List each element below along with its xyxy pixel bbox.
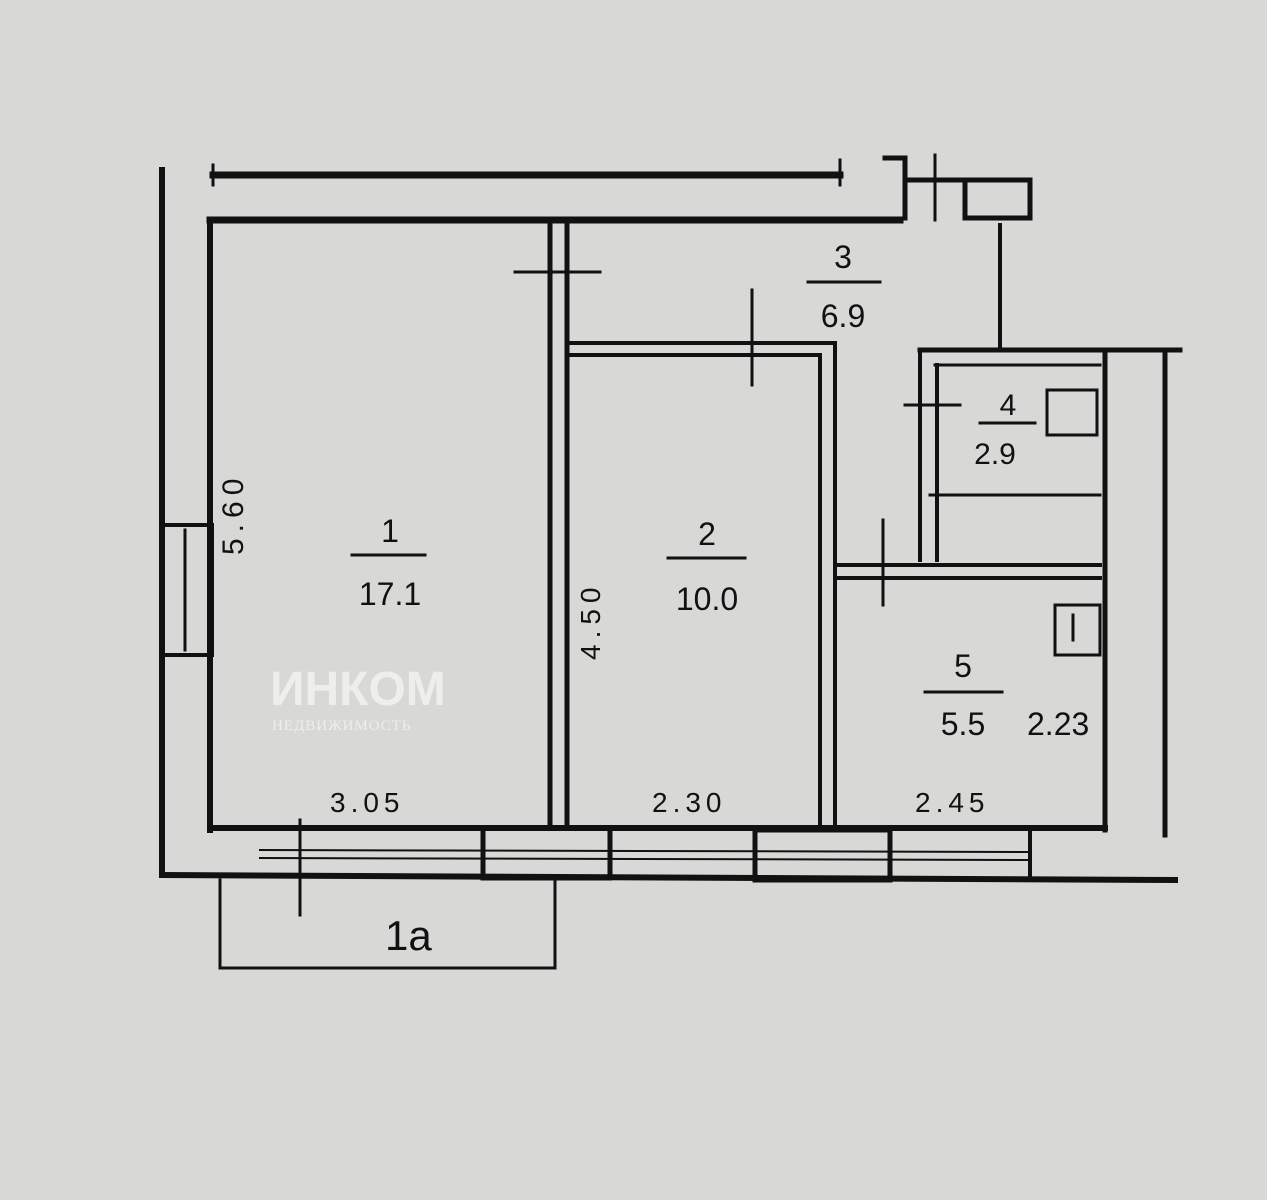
walls (158, 153, 1183, 970)
dimension-room5-length: 2.23 (1027, 706, 1089, 742)
room-1-label: 1 17.1 (350, 513, 427, 612)
room-area: 6.9 (821, 298, 865, 334)
dimension-room1-length: 5.60 (217, 473, 250, 555)
watermark-brand: ИНКОМ (270, 663, 446, 716)
room-area: 5.5 (941, 706, 985, 742)
watermark: ИНКОМ НЕДВИЖИМОСТЬ (270, 663, 446, 734)
room-5-label: 5 5.5 2.23 (923, 648, 1089, 742)
dimension-room1-width: 3.05 (330, 787, 405, 818)
room-4-label: 4 2.9 (974, 389, 1037, 471)
room-2-label: 2 10.0 (666, 516, 747, 617)
watermark-subtitle: НЕДВИЖИМОСТЬ (272, 718, 411, 734)
room-number: 3 (834, 239, 852, 275)
room-number: 5 (954, 648, 972, 684)
room-number: 4 (1000, 389, 1017, 422)
room-number: 2 (698, 516, 716, 552)
room-area: 10.0 (676, 581, 738, 617)
dimension-room2-length: 4.50 (575, 582, 606, 661)
balcony-label: 1а (385, 912, 432, 959)
dimension-room2-width: 2.30 (652, 787, 727, 818)
room-3-label: 3 6.9 (806, 239, 882, 334)
room-area: 17.1 (359, 576, 421, 612)
dimension-room5-width: 2.45 (915, 787, 990, 818)
room-area: 2.9 (974, 438, 1016, 471)
room-number: 1 (381, 513, 399, 549)
